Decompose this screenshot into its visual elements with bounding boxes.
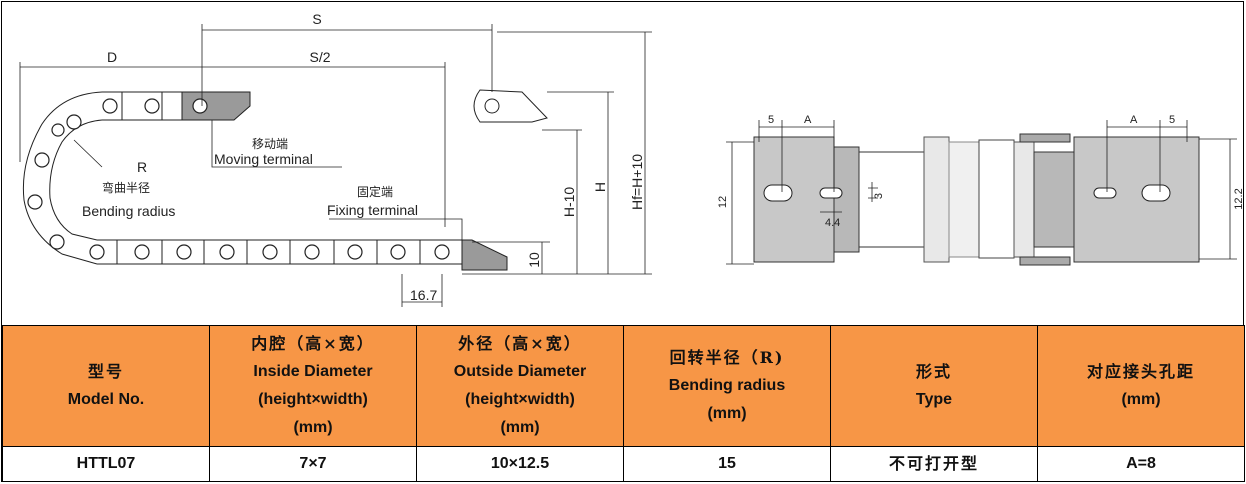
cell-inside-diameter: 7×7 bbox=[209, 446, 417, 482]
header-outside-diameter: 外径（高×宽） Outside Diameter (height×width) … bbox=[416, 325, 624, 447]
spec-data-row: HTTL07 7×7 10×12.5 15 不可打开型 A=8 bbox=[2, 446, 1245, 482]
dim-5b-label: 5 bbox=[1169, 114, 1175, 126]
cell-model: HTTL07 bbox=[2, 446, 210, 482]
cell-bending-radius: 15 bbox=[623, 446, 831, 482]
dim-122-label: 12.2 bbox=[1233, 188, 1243, 209]
spec-table: 型号 Model No. 内腔（高×宽） Inside Diameter (he… bbox=[2, 325, 1245, 482]
cell-type: 不可打开型 bbox=[830, 446, 1038, 482]
dim-12-label: 12 bbox=[717, 196, 729, 208]
left-dimensions bbox=[19, 24, 652, 307]
bend-outer bbox=[22, 91, 103, 265]
drawing-svg: S D S/2 移动端 Moving terminal R 弯曲半径 Bendi… bbox=[19, 11, 1243, 307]
right-dimensions bbox=[726, 120, 1237, 265]
dim-h10-label: H-10 bbox=[561, 187, 577, 218]
header-inside-diameter: 内腔（高×宽） Inside Diameter (height×width) (… bbox=[209, 325, 417, 447]
dim-ab-label: A bbox=[1130, 114, 1138, 126]
radius-symbol: R bbox=[137, 159, 147, 175]
fixing-terminal-en: Fixing terminal bbox=[327, 202, 418, 218]
dim-167-label: 16.7 bbox=[410, 287, 437, 303]
radius-en: Bending radius bbox=[82, 203, 175, 219]
header-type: 形式 Type bbox=[830, 325, 1038, 447]
dim-h-label: H bbox=[592, 182, 608, 192]
spec-header-row: 型号 Model No. 内腔（高×宽） Inside Diameter (he… bbox=[2, 325, 1245, 447]
technical-drawing: S D S/2 移动端 Moving terminal R 弯曲半径 Bendi… bbox=[2, 2, 1243, 324]
dim-44-label: 4.4 bbox=[825, 217, 840, 229]
bend-inner bbox=[49, 119, 103, 241]
moving-terminal-en: Moving terminal bbox=[214, 151, 313, 167]
moving-terminal-cn: 移动端 bbox=[252, 137, 288, 151]
dim-10-label: 10 bbox=[526, 252, 542, 268]
header-hole-pitch: 对应接头孔距 (mm) bbox=[1037, 325, 1245, 447]
dim-s2-label: S/2 bbox=[309, 49, 330, 65]
dim-hf-label: Hf=H+10 bbox=[629, 154, 645, 210]
fixing-terminal-cn: 固定端 bbox=[357, 184, 393, 199]
moving-terminal-shape bbox=[181, 91, 251, 121]
dim-5a-label: 5 bbox=[768, 114, 774, 126]
dim-aa-label: A bbox=[804, 114, 812, 126]
dim-s-label: S bbox=[312, 11, 321, 27]
radius-cn: 弯曲半径 bbox=[102, 180, 150, 195]
cell-hole-pitch: A=8 bbox=[1037, 446, 1245, 482]
chain-pins bbox=[27, 98, 450, 260]
top-view bbox=[753, 133, 1200, 266]
header-model: 型号 Model No. bbox=[2, 325, 210, 447]
cell-outside-diameter: 10×12.5 bbox=[416, 446, 624, 482]
header-bending-radius: 回转半径（R) Bending radius (mm) bbox=[623, 325, 831, 447]
moving-terminal-alt bbox=[473, 89, 548, 123]
dim-d-label: D bbox=[107, 49, 117, 65]
dim-3-label: 3 bbox=[873, 193, 885, 199]
